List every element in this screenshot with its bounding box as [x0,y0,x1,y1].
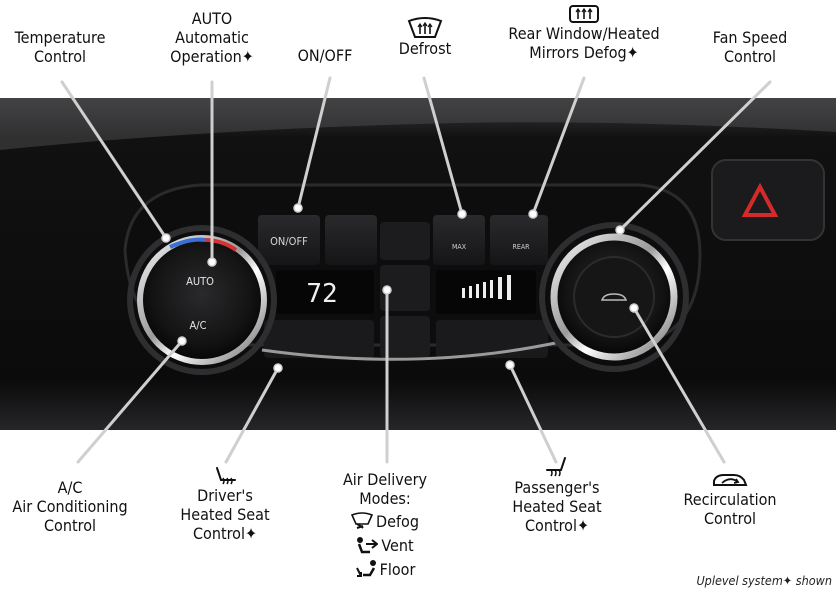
floor-mode-icon [355,560,376,577]
heated-seat-icon [546,457,566,477]
recirculation-icon [713,474,748,486]
label-line: Air Delivery [342,470,428,489]
label-line: Heated Seat [180,505,270,524]
passenger-heated-seat-label: Passenger's Heated Seat Control✦ [492,456,622,535]
rear-defog-icon [569,5,599,23]
mode-defog: Defog [330,512,440,531]
label-line: Control [34,47,86,66]
label-line: Recirculation [683,490,777,509]
label-line: ON/OFF [297,46,353,65]
label-line: Control✦ [524,516,590,535]
mode-vent: Vent [330,536,440,555]
label-line: Passenger's [514,478,600,497]
temperature-control-label: Temperature Control [0,28,120,66]
ac-control-label: A/C Air Conditioning Control [0,478,140,535]
auto-operation-label: AUTO Automatic Operation✦ [152,9,272,66]
label-line: Fan Speed [712,28,788,47]
label-line: Control [704,509,756,528]
label-line: Automatic [175,28,249,47]
mode-label: Vent [381,536,414,555]
fan-speed-label: Fan Speed Control [700,28,800,66]
label-line: Rear Window/Heated [508,24,660,43]
recirculation-label: Recirculation Control [670,470,790,528]
label-line: Air Conditioning [12,497,128,516]
climate-control-panel-photo: ON/OFF MAX REAR 72 AUTO A/C [0,98,836,430]
rear-button-label: REAR [512,243,530,251]
ac-button-label: A/C [189,319,206,332]
label-line: Temperature [14,28,106,47]
auto-button-label: AUTO [186,275,214,288]
label-line: Control [724,47,776,66]
rear-defog-label: Rear Window/Heated Mirrors Defog✦ [494,4,674,62]
air-delivery-modes-label: Air Delivery Modes: Defog Vent Floor [330,470,440,579]
defrost-button-label: MAX [452,243,467,251]
uplevel-note: Uplevel system✦ shown [696,573,832,588]
mode-floor: Floor [330,560,440,579]
label-line: Operation✦ [170,47,254,66]
temperature-display: 72 [306,279,337,309]
onoff-button-label: ON/OFF [270,235,308,248]
label-line: Defrost [398,39,452,58]
label-line: Driver's [197,486,253,505]
defrost-icon [407,17,443,38]
mode-label: Defog [376,512,419,531]
vent-mode-icon [357,537,379,554]
label-line: Control [44,516,96,535]
heated-seat-icon [216,467,236,485]
mode-label: Floor [379,560,416,579]
driver-heated-seat-label: Driver's Heated Seat Control✦ [170,466,280,543]
label-line: Modes: [359,489,411,508]
label-line: Control✦ [192,524,258,543]
defog-mode-icon [350,512,374,529]
label-line: AUTO [191,9,233,28]
label-line: A/C [57,478,83,497]
onoff-label: ON/OFF [285,46,365,65]
label-line: Heated Seat [512,497,602,516]
label-line: Mirrors Defog✦ [529,43,639,62]
defrost-label: Defrost [385,17,465,58]
